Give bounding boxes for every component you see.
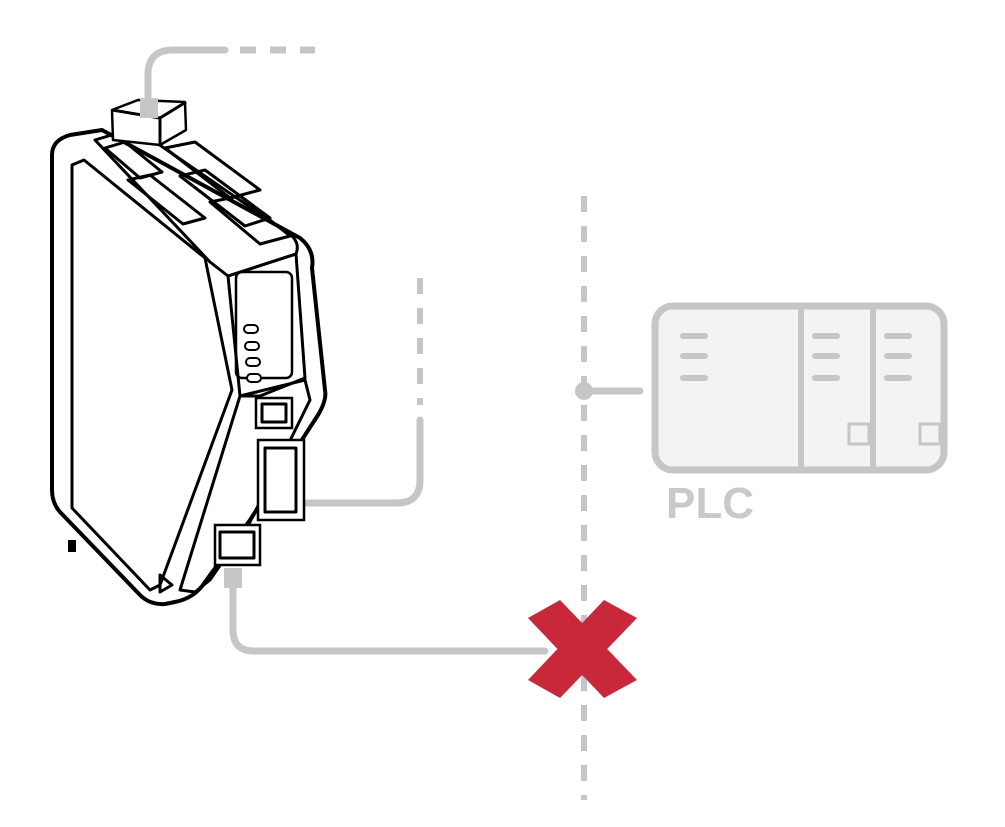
broken-cable [224, 568, 549, 655]
gateway-device-icon [50, 126, 328, 607]
plc-label: PLC [666, 479, 754, 528]
red-x-icon [528, 600, 637, 698]
plc-icon [651, 302, 948, 474]
top-network-cable [144, 46, 315, 114]
plc-connection [575, 382, 644, 400]
ethernet-plug-icon [110, 98, 188, 147]
